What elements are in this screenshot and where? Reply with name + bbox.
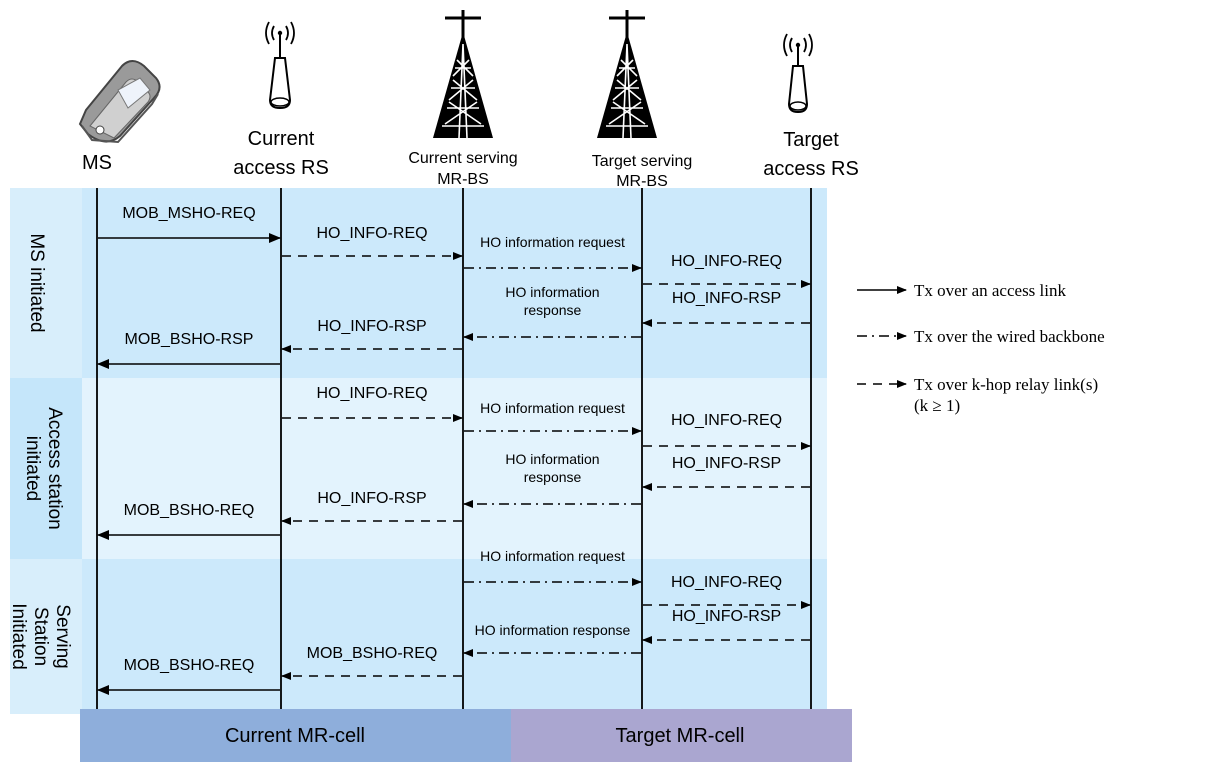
mobile-phone-icon xyxy=(78,60,161,144)
message-label: HO information request xyxy=(480,400,625,416)
section-band-ms_initiated xyxy=(10,188,827,378)
target-cell-bar: Target MR-cell xyxy=(511,709,852,762)
section-label-line: initiated xyxy=(22,436,43,502)
message-label: response xyxy=(524,469,582,485)
message-label: HO_INFO-REQ xyxy=(316,385,427,402)
message-arrow: HO_INFO-REQ xyxy=(643,253,811,288)
message-label: HO_INFO-RSP xyxy=(317,318,426,335)
message-arrow: HO information response xyxy=(463,622,641,657)
message-label: HO_INFO-RSP xyxy=(317,490,426,507)
current-cell-bar: Current MR-cell xyxy=(80,709,511,762)
message-label: MOB_BSHO-REQ xyxy=(124,657,255,674)
message-arrow: HO_INFO-RSP xyxy=(642,455,810,491)
message-label: MOB_BSHO-RSP xyxy=(125,331,254,348)
node-label-ms: MS xyxy=(82,152,112,174)
message-label: HO_INFO-RSP xyxy=(672,290,781,307)
node-label-cur_rs: access RS xyxy=(233,157,329,179)
message-arrow: HO information request xyxy=(464,400,642,435)
relay-antenna-icon xyxy=(265,21,295,110)
message-arrow: HO information response xyxy=(463,284,641,341)
node-label-cur_bs: Current serving xyxy=(408,150,517,167)
message-arrow: MOB_BSHO-REQ xyxy=(97,502,280,540)
legend-item-wired: Tx over the wired backbone xyxy=(857,327,1105,346)
message-label: HO_INFO-REQ xyxy=(671,253,782,270)
message-label: MOB_BSHO-REQ xyxy=(307,645,438,662)
section-label-line: Station xyxy=(30,607,51,666)
section-label-line: Access station xyxy=(44,407,65,530)
node-label-tgt_bs: MR-BS xyxy=(616,173,668,190)
section-band-serving_initiated xyxy=(10,559,827,714)
section-label-line: MS initiated xyxy=(26,233,47,332)
message-label: MOB_MSHO-REQ xyxy=(122,205,255,222)
message-arrow: HO_INFO-REQ xyxy=(643,412,811,450)
legend-label: Tx over the wired backbone xyxy=(914,327,1105,346)
section-label-ms_initiated: MS initiated xyxy=(26,233,47,332)
message-label: response xyxy=(524,302,582,318)
message-label: HO_INFO-REQ xyxy=(671,574,782,591)
messages: MOB_MSHO-REQ HO_INFO-REQ HO information re… xyxy=(97,205,811,695)
message-arrow: HO_INFO-REQ xyxy=(643,574,811,609)
message-label: HO information request xyxy=(480,234,625,250)
lifelines xyxy=(96,188,812,709)
message-label: HO_INFO-RSP xyxy=(672,455,781,472)
current-cell-label: Current MR-cell xyxy=(225,725,365,747)
message-arrow: HO_INFO-RSP xyxy=(642,290,810,327)
message-arrow: HO_INFO-REQ xyxy=(282,385,463,422)
message-label: HO information xyxy=(505,284,599,300)
message-label: HO information response xyxy=(475,622,631,638)
message-arrow: HO_INFO-RSP xyxy=(281,490,462,525)
section-band-access_initiated xyxy=(10,378,827,559)
message-label: HO information request xyxy=(480,548,625,564)
node-label-cur_rs: Current xyxy=(248,128,315,150)
legend-label: (k ≥ 1) xyxy=(914,396,960,415)
legend-item-access: Tx over an access link xyxy=(857,281,1066,300)
node-label-tgt_rs: Target xyxy=(783,129,839,151)
legend-item-relay: Tx over k-hop relay link(s) (k ≥ 1) xyxy=(857,375,1098,415)
node-label-cur_bs: MR-BS xyxy=(437,171,489,188)
message-arrow: HO_INFO-RSP xyxy=(642,608,810,644)
legend-label: Tx over k-hop relay link(s) xyxy=(914,375,1098,394)
message-label: HO_INFO-REQ xyxy=(671,412,782,429)
message-label: HO_INFO-RSP xyxy=(672,608,781,625)
node-label-tgt_bs: Target serving xyxy=(592,153,693,170)
message-label: HO information xyxy=(505,451,599,467)
section-bands xyxy=(10,188,827,714)
tower-icon xyxy=(433,10,493,139)
message-arrow: HO_INFO-RSP xyxy=(281,318,462,353)
section-label-line: Serving xyxy=(52,604,73,668)
message-arrow: HO information request xyxy=(464,548,642,586)
message-arrow: HO_INFO-REQ xyxy=(282,225,463,260)
message-label: MOB_BSHO-REQ xyxy=(124,502,255,519)
message-arrow: MOB_MSHO-REQ xyxy=(98,205,281,243)
tower-icon xyxy=(597,10,657,139)
message-arrow: MOB_BSHO-REQ xyxy=(281,645,462,680)
message-label: HO_INFO-REQ xyxy=(316,225,427,242)
relay-antenna-icon xyxy=(783,33,813,114)
message-arrow: MOB_BSHO-RSP xyxy=(97,331,280,369)
target-cell-label: Target MR-cell xyxy=(616,725,745,747)
legend: Tx over an access link Tx over the wired … xyxy=(857,281,1105,415)
message-arrow: HO information request xyxy=(464,234,642,272)
legend-label: Tx over an access link xyxy=(914,281,1066,300)
message-arrow: HO information response xyxy=(463,451,641,508)
node-label-tgt_rs: access RS xyxy=(763,158,859,180)
section-label-line: Initiated xyxy=(8,603,29,670)
message-arrow: MOB_BSHO-REQ xyxy=(97,657,280,695)
